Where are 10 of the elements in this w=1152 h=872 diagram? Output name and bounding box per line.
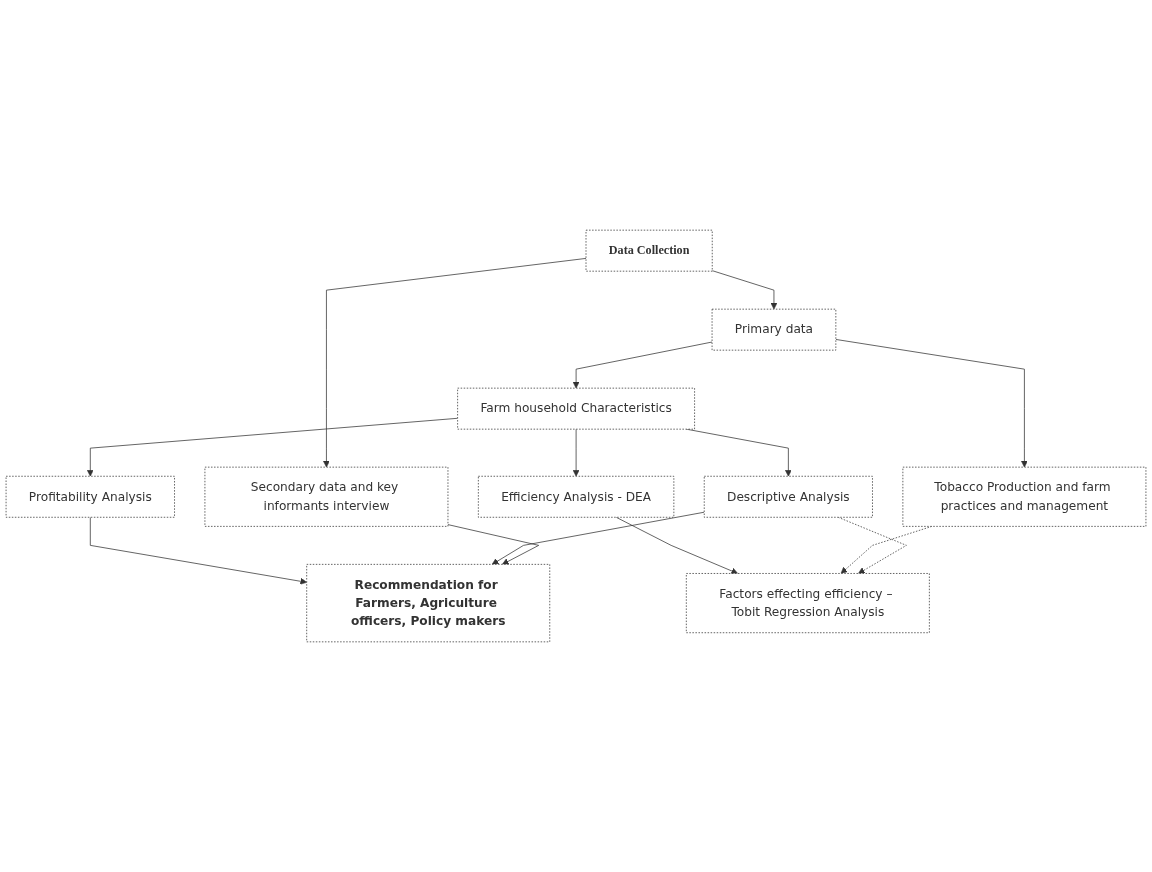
node-box: Tobacco Production and farm practices and management xyxy=(902,466,1147,527)
node-box: Factors effecting efficiency – Tobit Regression Analysis xyxy=(685,573,930,634)
node-box: Profitability Analysis xyxy=(5,475,175,518)
node-box: Farm household Characteristics xyxy=(457,387,695,430)
node-box: Efficiency Analysis - DEA xyxy=(477,475,675,518)
node-box: Data Collection xyxy=(585,229,713,272)
node-box: Recommendation for Farmers, Agriculture officers, Policy makers xyxy=(306,564,551,643)
node-box: Secondary data and key informants interview xyxy=(204,466,449,527)
node-box: Primary data xyxy=(711,308,837,351)
node-box: Descriptive Analysis xyxy=(703,475,873,518)
